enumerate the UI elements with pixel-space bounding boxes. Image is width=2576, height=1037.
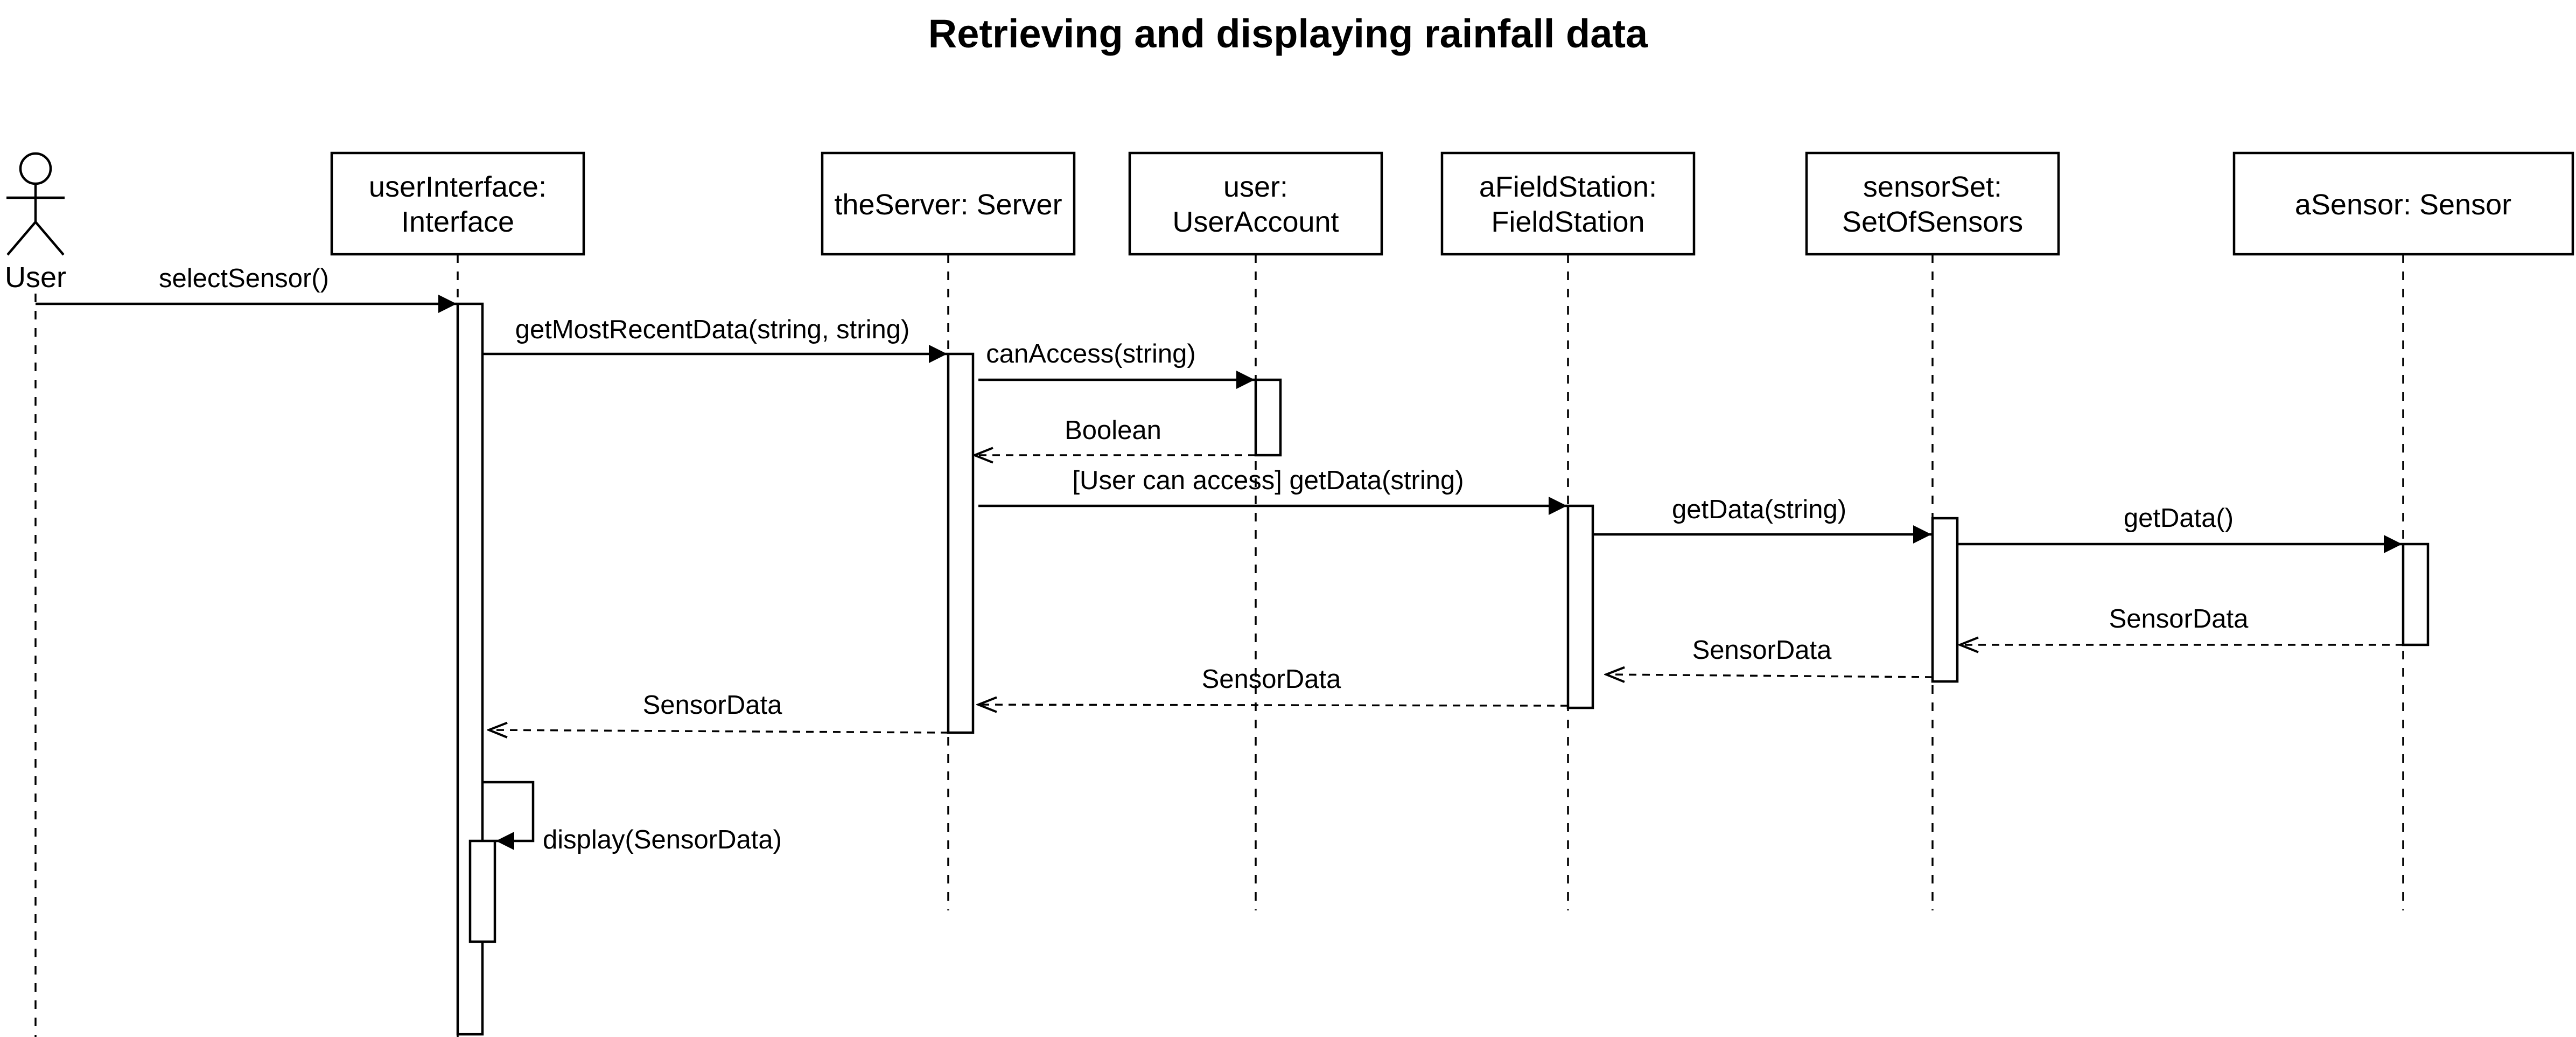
return-arrow	[1606, 674, 1933, 677]
activation-sensor	[2402, 542, 2430, 646]
message-label: display(SensorData)	[543, 825, 782, 854]
activation-display	[468, 839, 496, 943]
participant-the-server: theServer: Server	[821, 151, 1076, 256]
activation-field-station	[1566, 504, 1594, 709]
message-label: getData()	[2124, 504, 2234, 533]
participant-label: theServer: Server	[834, 189, 1062, 221]
message-label: SensorData	[1692, 636, 1832, 665]
participant-label: user:	[1223, 171, 1288, 203]
message-label: canAccess(string)	[986, 339, 1195, 368]
participant-label: aFieldStation:	[1479, 171, 1657, 203]
message-label: [User can access] getData(string)	[1072, 466, 1464, 495]
participant-box	[1440, 151, 1696, 256]
participant-sensor: aSensor: Sensor	[2232, 151, 2574, 256]
participant-label: FieldStation	[1491, 206, 1644, 238]
message-label: SensorData	[643, 691, 783, 720]
participant-label: SetOfSensors	[1842, 206, 2023, 238]
participant-box	[821, 151, 1076, 256]
activation-sensor-set	[1931, 517, 1959, 683]
activation-user-account	[1254, 378, 1282, 457]
participant-box	[1805, 151, 2060, 256]
message-label: selectSensor()	[159, 264, 329, 293]
participant-label: userInterface:	[369, 171, 547, 203]
actor-user: User	[5, 152, 66, 294]
return-arrow	[489, 730, 949, 733]
message-label: getData(string)	[1672, 495, 1846, 524]
activation-the-server	[947, 352, 975, 734]
participant-box	[1128, 151, 1383, 256]
participant-label: sensorSet:	[1863, 171, 2002, 203]
actor-label: User	[5, 261, 66, 294]
message-label: SensorData	[1202, 665, 1342, 694]
participant-label: aSensor: Sensor	[2295, 189, 2511, 221]
stick-figure-icon	[6, 152, 65, 256]
message-label: getMostRecentData(string, string)	[515, 315, 910, 344]
self-message-arrow	[482, 781, 535, 850]
participant-label: UserAccount	[1172, 206, 1339, 238]
participant-user-interface: userInterface: Interface	[330, 151, 585, 256]
participant-box	[330, 151, 585, 256]
participant-label: Interface	[401, 206, 514, 238]
participant-user-account: user: UserAccount	[1128, 151, 1383, 256]
message-label: SensorData	[2109, 604, 2249, 634]
message-label: Boolean	[1065, 416, 1161, 445]
return-arrow	[978, 705, 1569, 706]
diagram-title: Retrieving and displaying rainfall data	[928, 11, 1648, 56]
participant-sensor-set: sensorSet: SetOfSensors	[1805, 151, 2060, 256]
participant-field-station: aFieldStation: FieldStation	[1440, 151, 1696, 256]
